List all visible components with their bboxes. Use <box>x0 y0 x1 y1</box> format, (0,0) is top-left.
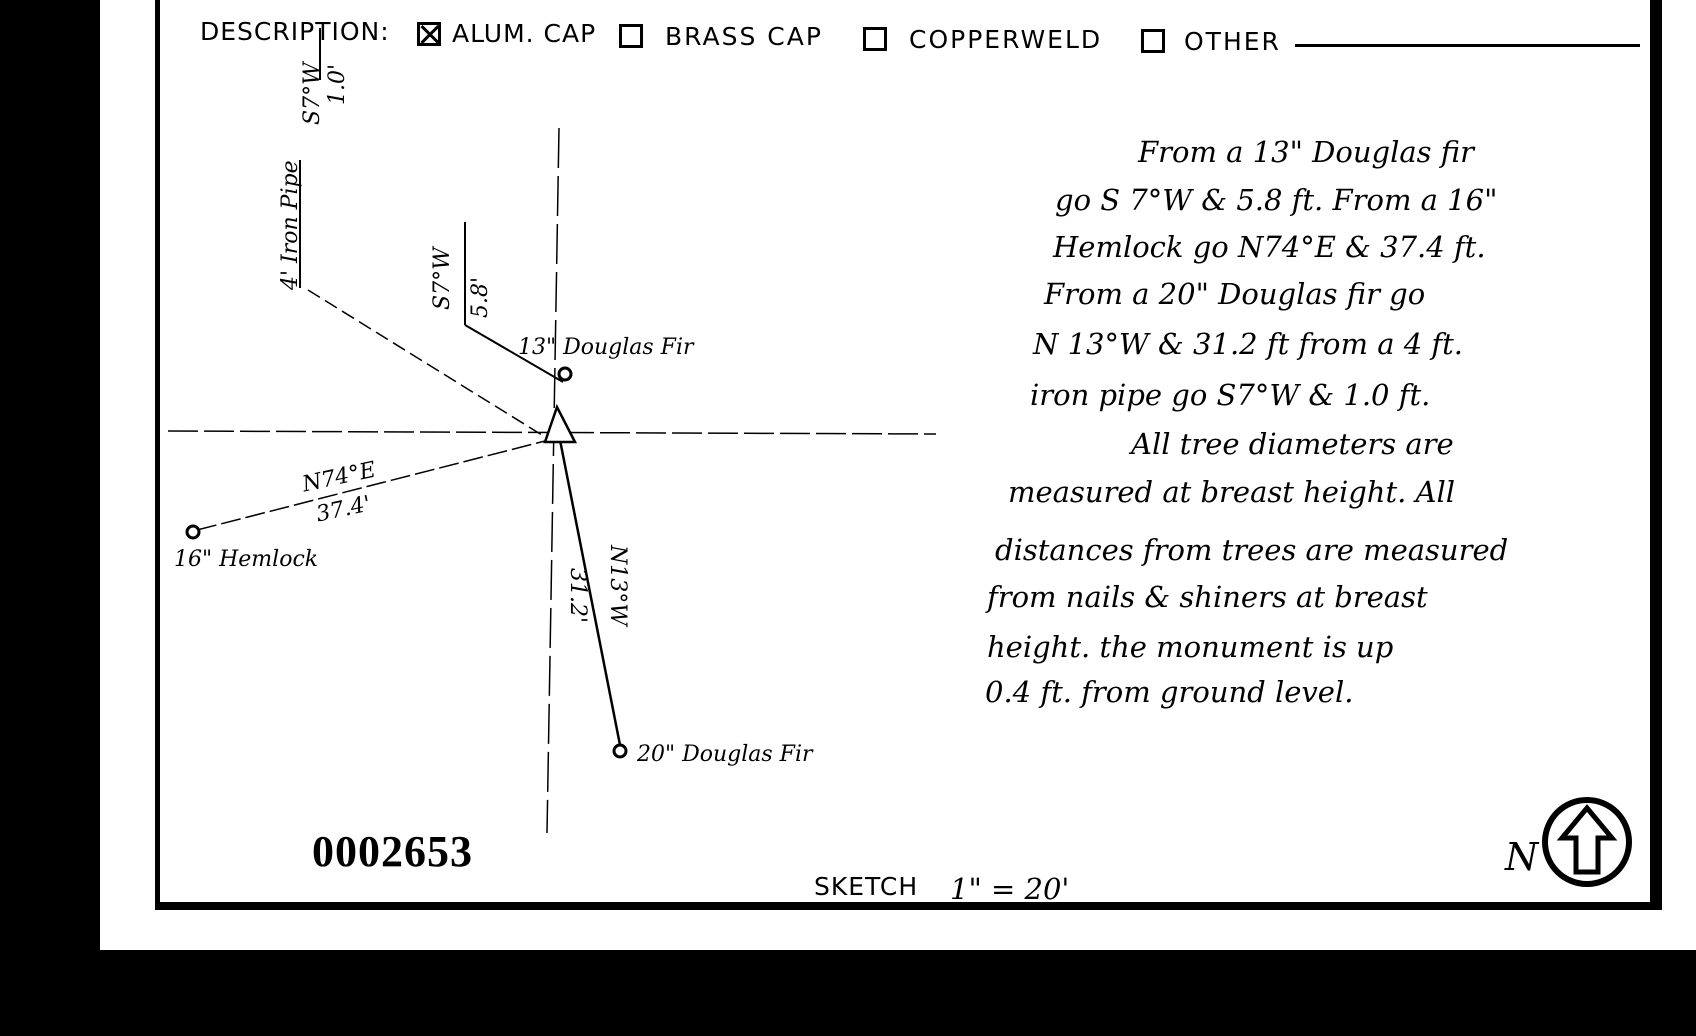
copperweld-checkbox[interactable] <box>863 27 887 51</box>
monument-triangle <box>543 403 578 444</box>
fir13-bearing: S7°W <box>430 247 455 310</box>
hemlock-line <box>196 440 546 531</box>
iron-pipe-label: 4' Iron Pipe <box>278 160 303 290</box>
north-south-axis <box>546 127 560 834</box>
copperweld-label: COPPERWELD <box>909 25 1103 54</box>
fir20-marker <box>612 743 628 759</box>
note-line: From a 20" Douglas fir go <box>1044 277 1426 311</box>
fir20-label: 20" Douglas Fir <box>637 742 813 767</box>
iron-pipe-line <box>307 289 551 441</box>
iron-pipe-bearing: S7°W <box>300 62 325 125</box>
fir13-label: 13" Douglas Fir <box>518 335 694 360</box>
fir20-line <box>558 439 622 746</box>
alum-cap-checkbox[interactable] <box>417 22 441 46</box>
note-line: iron pipe go S7°W & 1.0 ft. <box>1030 378 1431 412</box>
alum-cap-label: ALUM. CAP <box>452 19 597 48</box>
description-label: DESCRIPTION: <box>200 17 390 46</box>
note-line: 0.4 ft. from ground level. <box>985 675 1354 709</box>
note-line: From a 13" Douglas fir <box>1138 135 1474 169</box>
iron-pipe-distance: 1.0' <box>325 63 350 105</box>
sketch-scale-value: 1" = 20' <box>950 872 1070 906</box>
note-line: height. the monument is up <box>987 630 1394 664</box>
north-label: N <box>1505 835 1539 879</box>
brass-cap-checkbox[interactable] <box>619 24 643 48</box>
note-line: Hemlock go N74°E & 37.4 ft. <box>1053 230 1486 264</box>
hemlock-label: 16" Hemlock <box>174 547 319 572</box>
hemlock-marker <box>185 524 201 540</box>
note-line: measured at breast height. All <box>1008 475 1456 509</box>
fir13-marker <box>557 366 573 382</box>
fir13-line <box>464 324 564 383</box>
scanned-page <box>100 0 1696 950</box>
fir20-bearing: N13°W <box>605 545 630 626</box>
fir20-distance: 31.2' <box>565 568 590 624</box>
fir13-distance: 5.8' <box>468 276 493 318</box>
note-line: N 13°W & 31.2 ft from a 4 ft. <box>1033 327 1464 361</box>
note-line: go S 7°W & 5.8 ft. From a 16" <box>1055 183 1498 217</box>
other-label: OTHER <box>1184 27 1281 56</box>
other-checkbox[interactable] <box>1141 29 1165 53</box>
brass-cap-label: BRASS CAP <box>665 22 823 51</box>
note-line: distances from trees are measured <box>995 533 1509 567</box>
note-line: All tree diameters are <box>1131 427 1454 461</box>
form-border <box>155 0 1662 910</box>
document-number: 0002653 <box>312 827 473 876</box>
sketch-label: SKETCH <box>814 872 919 901</box>
note-line: from nails & shiners at breast <box>987 580 1428 614</box>
other-blank-line <box>1295 44 1640 47</box>
